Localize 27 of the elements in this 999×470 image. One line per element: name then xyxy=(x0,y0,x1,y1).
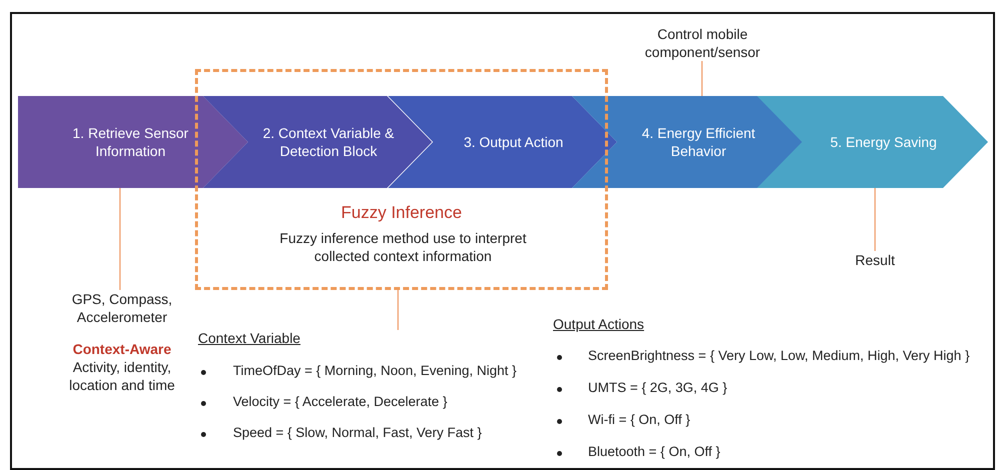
leader-line xyxy=(397,290,399,330)
annotation-text: Activity, identity, location and time xyxy=(68,358,176,394)
group-title: Fuzzy Inference xyxy=(340,204,463,222)
list-item: Bluetooth = { On, Off } xyxy=(588,444,720,459)
step-label: 3. Output Action xyxy=(464,133,564,151)
group-description: Fuzzy inference method use to interpret collected context information xyxy=(278,229,528,265)
list-item: Speed = { Slow, Normal, Fast, Very Fast } xyxy=(233,425,482,440)
step-label: 4. Energy Efficient Behavior xyxy=(640,124,756,160)
leader-line xyxy=(874,188,876,251)
chevron-step xyxy=(757,96,988,188)
dashed-group-box xyxy=(195,69,608,290)
annotation-text: Result xyxy=(845,251,905,269)
list-item: TimeOfDay = { Morning, Noon, Evening, Night } xyxy=(233,363,517,378)
leader-line xyxy=(701,61,703,96)
list-item: UMTS = { 2G, 3G, 4G } xyxy=(588,380,728,395)
list-heading: Context Variable xyxy=(198,330,300,346)
highlight-heading: Context-Aware xyxy=(72,340,172,358)
list-item: ScreenBrightness = { Very Low, Low, Medium, High, Very High } xyxy=(588,348,970,363)
annotation-text: GPS, Compass, Accelerometer xyxy=(70,290,174,326)
list-item: Wi-fi = { On, Off } xyxy=(588,412,690,427)
chevron-step xyxy=(572,96,803,188)
list-item: Velocity = { Accelerate, Decelerate } xyxy=(233,394,448,409)
leader-line xyxy=(119,188,121,290)
step-label: 5. Energy Saving xyxy=(830,133,937,151)
list-heading: Output Actions xyxy=(553,316,644,332)
annotation-text: Control mobile component/sensor xyxy=(625,25,780,61)
step-label: 2. Context Variable & Detection Block xyxy=(262,124,396,160)
